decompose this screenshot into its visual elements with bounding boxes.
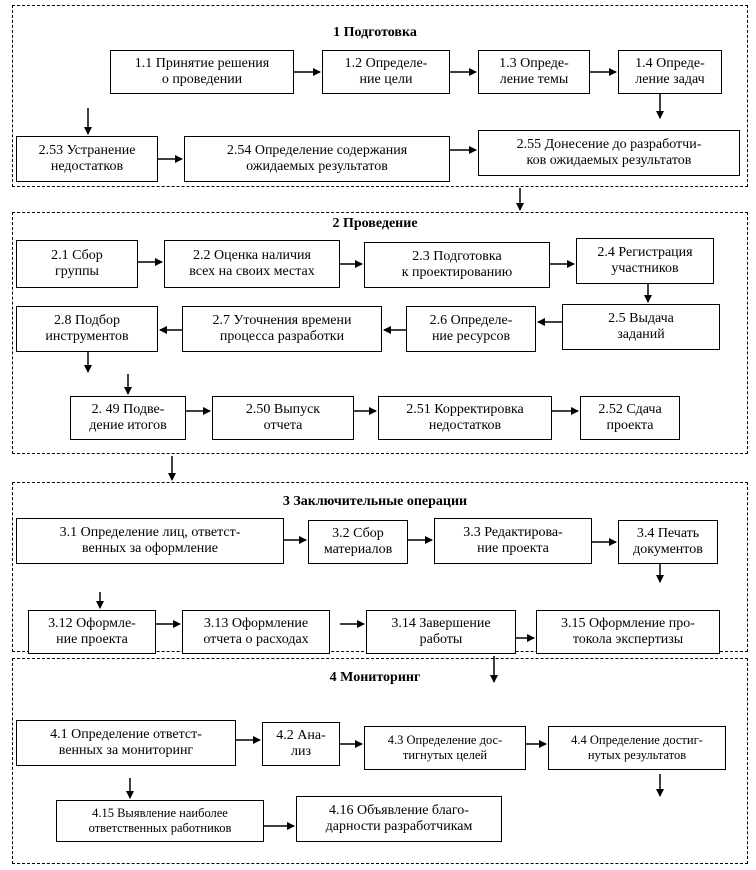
step-2-6: 2.6 Определе- ние ресурсов: [406, 306, 536, 352]
step-3-3: 3.3 Редактирова- ние проекта: [434, 518, 592, 564]
step-4-15: 4.15 Выявление наиболее ответственных ра…: [56, 800, 264, 842]
step-3-4: 3.4 Печать документов: [618, 520, 718, 564]
section-monitoring-title: 4 Мониторинг: [329, 670, 421, 685]
step-2-55: 2.55 Донесение до разработчи- ков ожидае…: [478, 130, 740, 176]
step-2-3: 2.3 Подготовка к проектированию: [364, 242, 550, 288]
step-3-2: 3.2 Сбор материалов: [308, 520, 408, 564]
step-1-3: 1.3 Опреде- ление темы: [478, 50, 590, 94]
step-4-1: 4.1 Определение ответст- венных за монит…: [16, 720, 236, 766]
section-preparation: [12, 5, 748, 187]
step-2-2: 2.2 Оценка наличия всех на своих местах: [164, 240, 340, 288]
step-4-2: 4.2 Ана- лиз: [262, 722, 340, 766]
step-1-1: 1.1 Принятие решения о проведении: [110, 50, 294, 94]
step-3-1: 3.1 Определение лиц, ответст- венных за …: [16, 518, 284, 564]
step-4-16: 4.16 Объявление благо- дарности разработ…: [296, 796, 502, 842]
step-2-49: 2. 49 Подве- дение итогов: [70, 396, 186, 440]
section-preparation-title: 1 Подготовка: [333, 25, 417, 40]
step-3-13: 3.13 Оформление отчета о расходах: [182, 610, 330, 654]
step-3-15: 3.15 Оформление про- токола экспертизы: [536, 610, 720, 654]
step-2-52: 2.52 Сдача проекта: [580, 396, 680, 440]
step-2-8: 2.8 Подбор инструментов: [16, 306, 158, 352]
step-4-3: 4.3 Определение дос- тигнутых целей: [364, 726, 526, 770]
step-2-7: 2.7 Уточнения времени процесса разработк…: [182, 306, 382, 352]
step-2-50: 2.50 Выпуск отчета: [212, 396, 354, 440]
step-2-5: 2.5 Выдача заданий: [562, 304, 720, 350]
step-2-1: 2.1 Сбор группы: [16, 240, 138, 288]
step-4-4: 4.4 Определение достиг- нутых результато…: [548, 726, 726, 770]
section-final-operations-title: 3 Заключительные операции: [282, 494, 468, 509]
section-execution: [12, 212, 748, 454]
step-2-51: 2.51 Корректировка недостатков: [378, 396, 552, 440]
step-2-54: 2.54 Определение содержания ожидаемых ре…: [184, 136, 450, 182]
section-monitoring: [12, 658, 748, 864]
section-execution-title: 2 Проведение: [332, 216, 418, 231]
step-2-4: 2.4 Регистрация участников: [576, 238, 714, 284]
step-1-4: 1.4 Опреде- ление задач: [618, 50, 722, 94]
step-1-2: 1.2 Определе- ние цели: [322, 50, 450, 94]
step-3-14: 3.14 Завершение работы: [366, 610, 516, 654]
step-2-53: 2.53 Устранение недостатков: [16, 136, 158, 182]
step-3-12: 3.12 Оформле- ние проекта: [28, 610, 156, 654]
